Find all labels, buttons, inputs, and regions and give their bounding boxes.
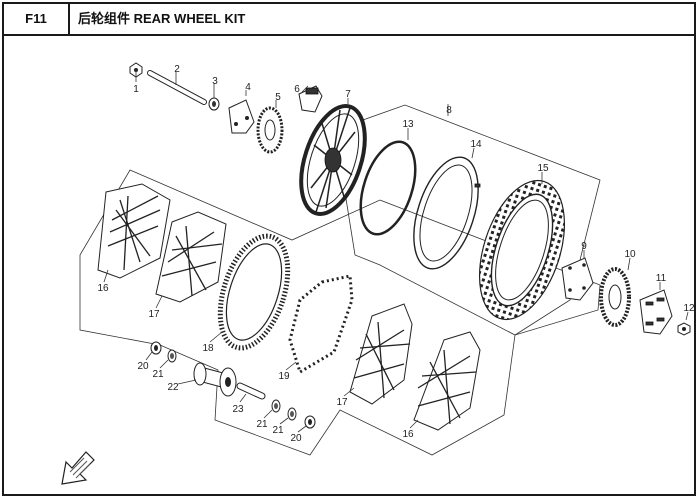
knobby-tire <box>478 179 566 321</box>
hub-spacer <box>236 382 266 400</box>
callout-11: 11 <box>656 273 667 284</box>
callout-20-left: 20 <box>137 361 149 372</box>
brake-disc <box>256 106 284 154</box>
figure-title: 后轮组件 REAR WHEEL KIT <box>78 11 246 26</box>
bearing-21-left <box>167 349 177 363</box>
wheel-hub <box>193 362 237 397</box>
tire-group-box <box>334 104 601 336</box>
callout-2: 2 <box>174 64 180 75</box>
callout-3: 3 <box>212 76 218 87</box>
sprocket-nut <box>677 322 691 336</box>
callout-22: 22 <box>167 382 179 393</box>
callout-16-right: 16 <box>402 429 414 440</box>
callout-15: 15 <box>537 163 549 174</box>
callout-labels: 1 2 3 4 5 6 7 8 13 14 15 9 10 11 12 16 1… <box>97 64 695 444</box>
callout-5: 5 <box>275 92 281 103</box>
hub-cover <box>298 85 323 113</box>
axle-spacer <box>208 97 220 111</box>
spoke-set-left-inner <box>155 211 227 303</box>
rim <box>217 233 291 351</box>
callout-17-left: 17 <box>148 309 160 320</box>
rear-sprocket <box>599 267 631 327</box>
callout-4: 4 <box>245 82 251 93</box>
callout-21-right-a: 21 <box>256 419 268 430</box>
callout-9: 9 <box>581 241 587 252</box>
callout-21-right-b: 21 <box>272 425 284 436</box>
callout-19: 19 <box>278 371 290 382</box>
axle-shaft <box>147 70 207 105</box>
callout-14: 14 <box>470 139 482 150</box>
spoke-set-left <box>97 183 171 279</box>
seal-20-right <box>304 415 316 429</box>
callout-1: 1 <box>133 84 139 95</box>
wheel-assembly <box>299 104 367 216</box>
callout-6: 6 <box>294 84 300 95</box>
bearing-21-right-b <box>287 407 297 421</box>
callout-17-right: 17 <box>336 397 348 408</box>
callout-16-left: 16 <box>97 283 109 294</box>
callout-8: 8 <box>446 105 452 116</box>
brake-bracket <box>228 99 255 134</box>
leader-lines <box>103 70 689 433</box>
spoke-nipples <box>288 274 354 375</box>
callout-21-left: 21 <box>152 369 164 380</box>
inner-tube <box>413 156 481 270</box>
sprocket-bolts <box>639 289 673 335</box>
figure-code: F11 <box>4 4 70 34</box>
callout-13: 13 <box>402 119 414 130</box>
spoke-set-right <box>413 331 481 431</box>
sprocket-flange <box>561 257 594 301</box>
callout-10: 10 <box>624 249 636 260</box>
bearing-20-left <box>150 341 162 355</box>
callout-7: 7 <box>345 89 351 100</box>
callout-20-right: 20 <box>290 433 302 444</box>
callout-18: 18 <box>202 343 214 354</box>
arrow-pointer-icon <box>61 451 95 485</box>
rim-band <box>359 140 417 236</box>
bearing-21-right-a <box>271 399 281 413</box>
callout-12: 12 <box>683 303 695 314</box>
diagram-frame: F11 后轮组件 REAR WHEEL KIT <box>2 2 696 496</box>
callout-23: 23 <box>232 404 244 415</box>
header-bar: F11 后轮组件 REAR WHEEL KIT <box>4 4 694 36</box>
spoke-set-right-inner <box>349 303 413 405</box>
